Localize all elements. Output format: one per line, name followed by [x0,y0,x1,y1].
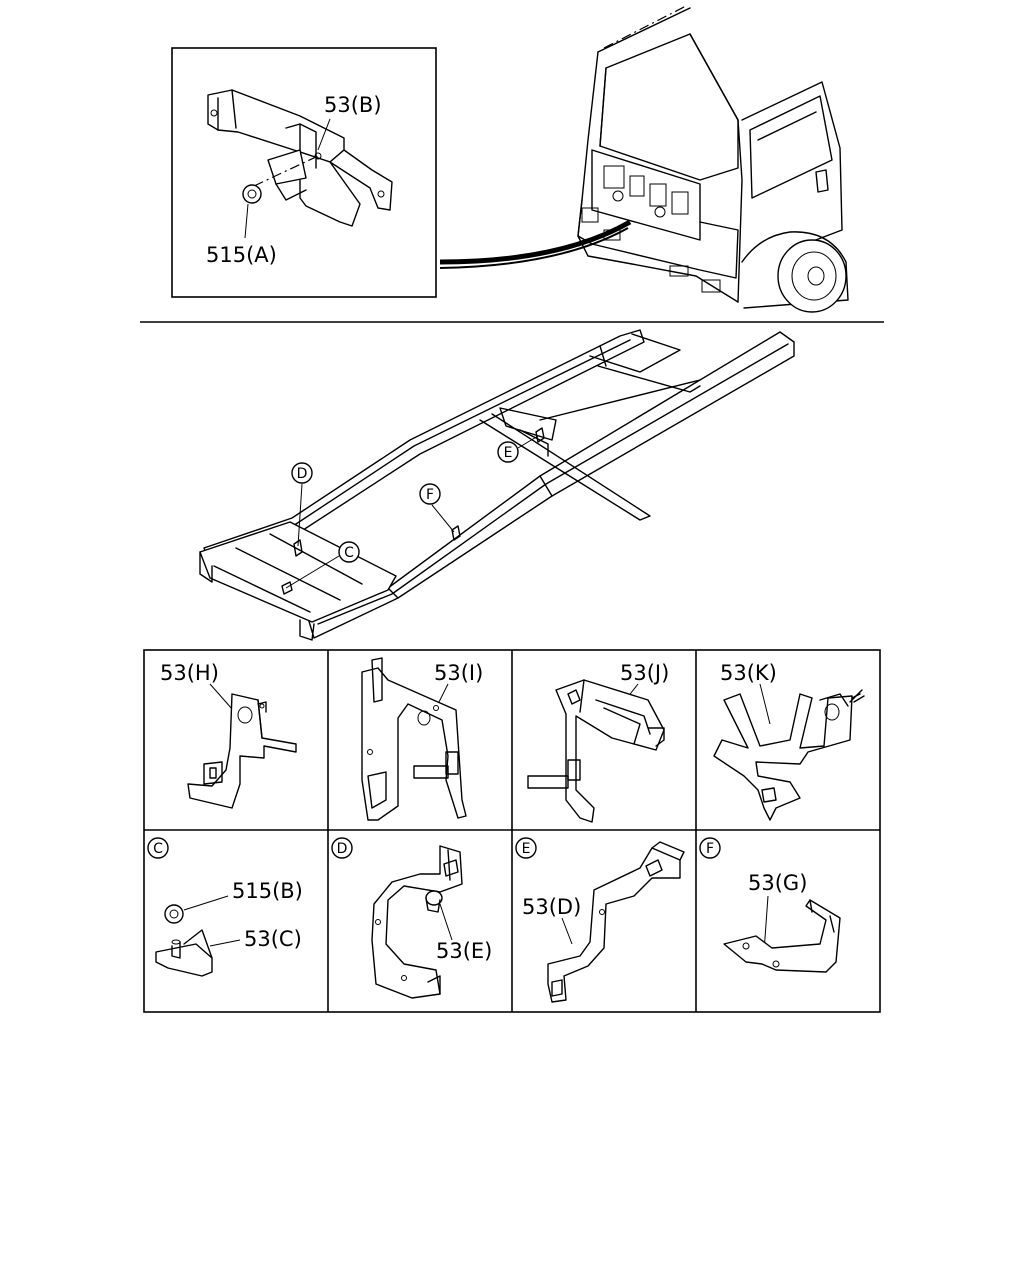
frame-callouts: D C F E [285,435,539,589]
leader-515a [244,203,249,239]
label-515b: 515(B) [232,879,303,903]
inset-frame [171,47,437,298]
cell-d-marker: D [337,841,348,857]
label-53i: 53(I) [434,661,483,685]
inset-pointer [439,219,632,265]
label-53j: 53(J) [620,661,669,685]
cell-e-marker: E [522,841,531,857]
leader-53b [317,118,331,151]
cell-53j: 53(J) [527,661,669,823]
parts-grid [143,649,881,1013]
bracket-53b-drawing [207,89,393,227]
label-53c: 53(C) [244,927,302,951]
label-53e: 53(E) [436,939,492,963]
truck-cab-drawing [577,5,849,313]
cell-c: C 515(B) 53(C) [147,837,303,977]
chassis-frame-drawing [199,329,795,641]
cell-53h: 53(H) [160,661,297,809]
label-53g: 53(G) [748,871,807,895]
callout-e: E [504,445,513,461]
callout-c-marker [338,541,360,563]
label-53h: 53(H) [160,661,219,685]
cell-c-marker: C [153,841,163,857]
leader-e [517,435,539,449]
cell-d: D 53(E) [331,837,492,999]
callout-e-marker [497,441,519,463]
inset-panel: 53(B) 515(A) [171,47,437,298]
cell-f: F 53(G) [699,837,841,973]
label-53k: 53(K) [720,661,777,685]
label-53b: 53(B) [324,93,382,117]
inset-pointer-shadow [439,227,629,269]
label-515a: 515(A) [206,243,277,267]
callout-c: C [344,545,354,561]
callout-f: F [426,487,434,503]
cell-53k: 53(K) [713,661,865,821]
cell-e: E 53(D) [515,837,685,1003]
cell-53i: 53(I) [361,657,483,821]
callout-f-marker [419,483,441,505]
leader-f [431,504,455,533]
callout-d: D [297,466,308,482]
leader-d [297,483,303,547]
callout-d-marker [291,462,313,484]
label-53d: 53(D) [522,895,581,919]
leader-c [285,555,340,589]
cell-f-marker: F [706,841,714,857]
